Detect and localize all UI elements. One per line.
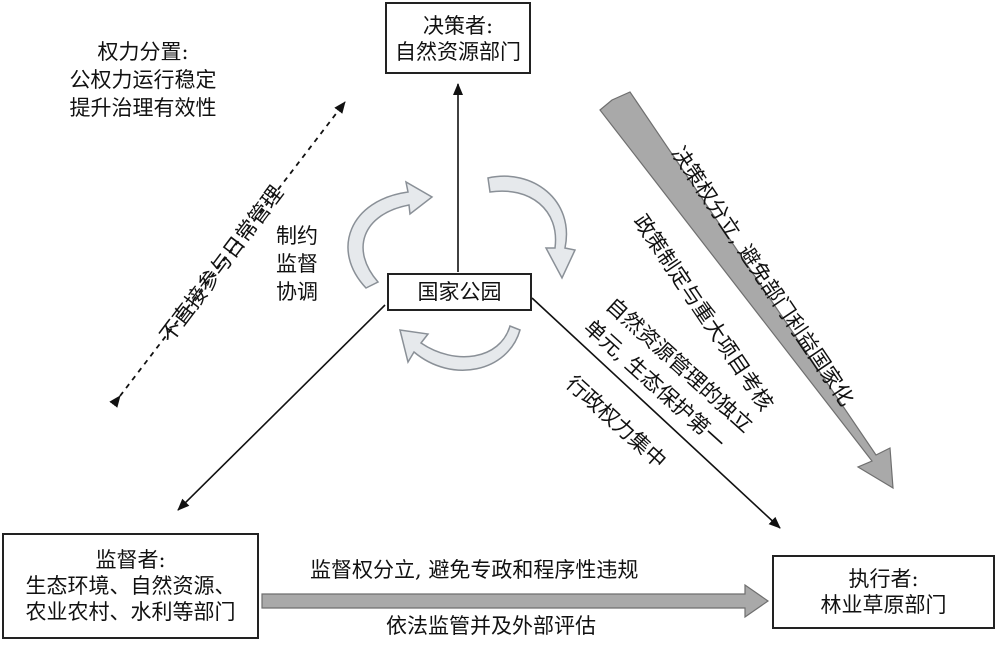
center-box: 国家公园 <box>387 273 532 311</box>
arrow-center-to-supervisor <box>177 304 386 511</box>
cycle-labels: 制约 监督 协调 <box>276 222 318 306</box>
supervisor-line2: 农业农村、水利等部门 <box>25 600 236 624</box>
cycle-label-3: 协调 <box>276 280 318 304</box>
decider-box: 决策者: 自然资源部门 <box>385 2 531 74</box>
power-separation-line2: 公权力运行稳定 <box>69 68 217 92</box>
executor-title: 执行者: <box>848 567 919 591</box>
center-label: 国家公园 <box>417 280 502 304</box>
cycle-arrow-bottom <box>399 324 521 371</box>
supervisor-line1: 生态环境、自然资源、 <box>25 574 236 598</box>
cycle-label-1: 制约 <box>276 224 318 248</box>
decider-title: 决策者: <box>422 14 494 38</box>
bottom-arrow-bottom-label: 依法监管并及外部评估 <box>386 614 596 638</box>
cycle-label-2: 监督 <box>276 252 318 276</box>
power-separation-line1: 权力分置: <box>97 40 189 64</box>
arrow-center-to-executor <box>531 297 781 529</box>
decision-power-arrow <box>599 91 894 490</box>
power-separation-text: 权力分置: 公权力运行稳定 提升治理有效性 <box>48 38 238 122</box>
executor-name: 林业草原部门 <box>820 593 947 617</box>
dashed-double-arrow <box>109 101 346 408</box>
supervisor-box: 监督者: 生态环境、自然资源、 农业农村、水利等部门 <box>2 533 259 639</box>
cycle-arrow-right <box>487 175 577 280</box>
power-separation-line3: 提升治理有效性 <box>69 96 217 120</box>
bottom-arrow-top-label: 监督权分立, 避免专政和程序性违规 <box>310 558 639 582</box>
decider-name: 自然资源部门 <box>395 40 521 64</box>
supervisor-title: 监督者: <box>95 548 166 572</box>
cycle-arrow-left <box>347 180 434 289</box>
supervision-power-arrow <box>261 583 770 619</box>
executor-box: 执行者: 林业草原部门 <box>772 555 995 629</box>
